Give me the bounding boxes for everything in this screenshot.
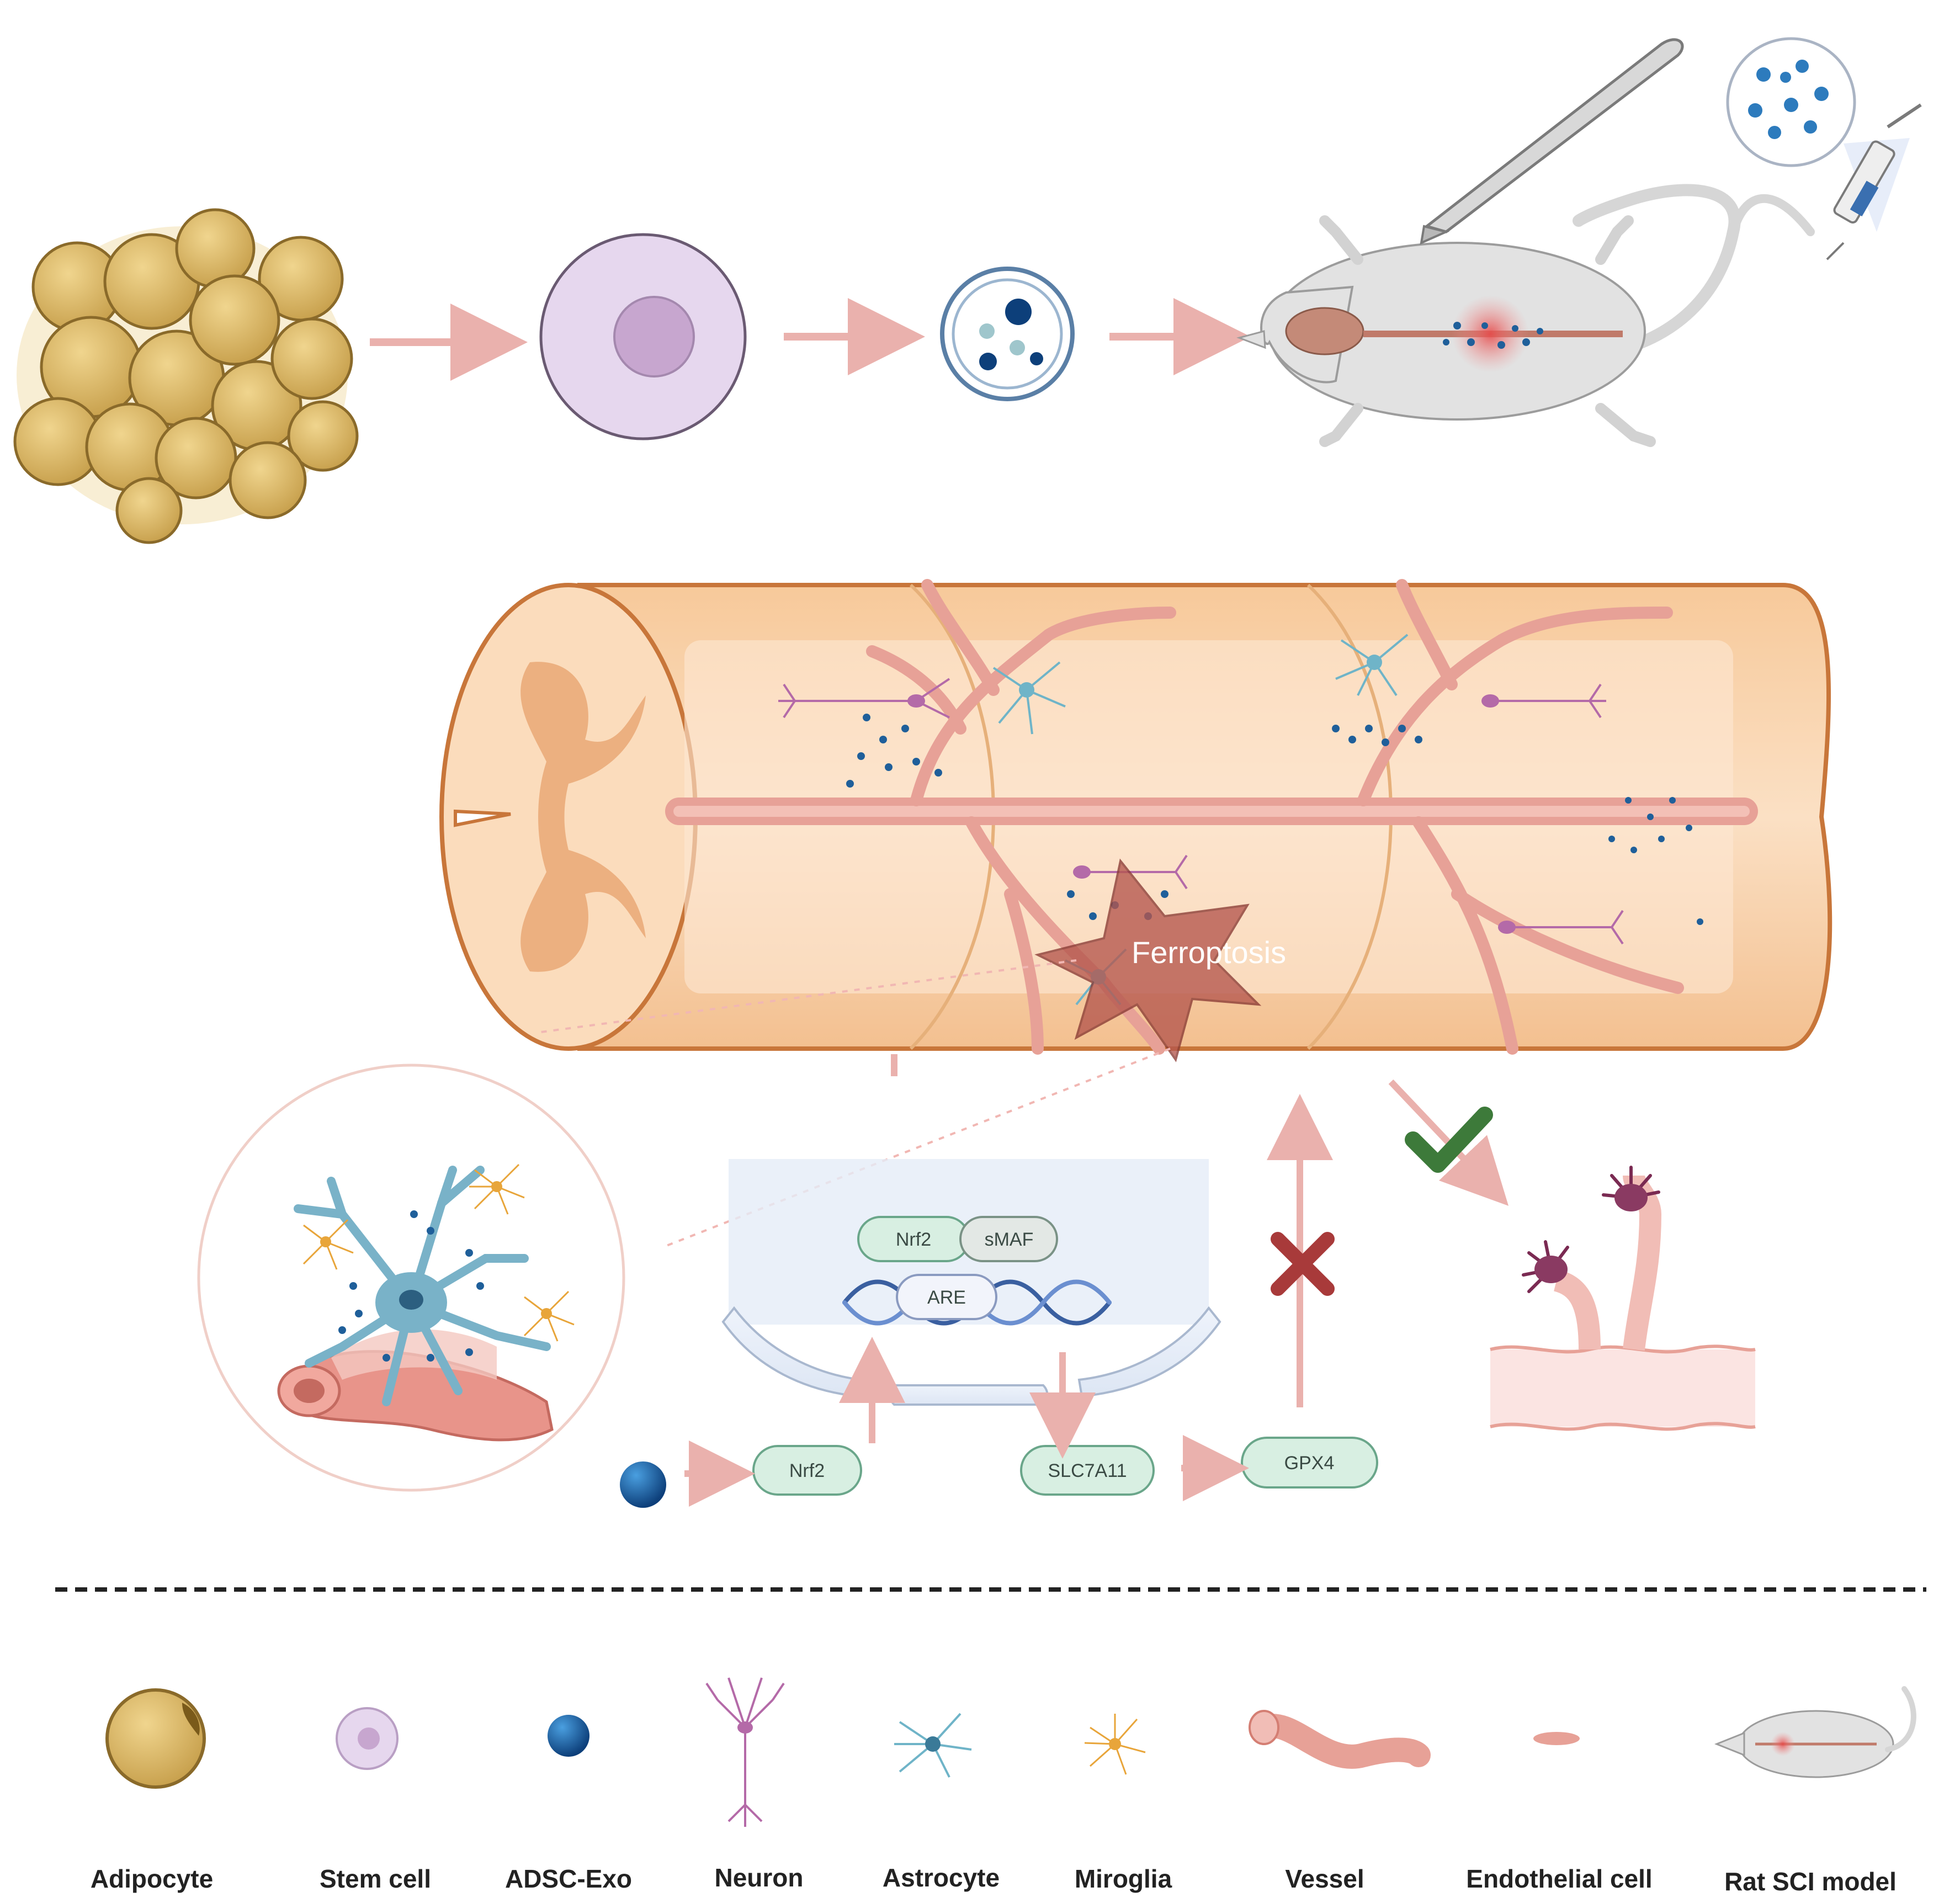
neuron-icon xyxy=(705,1677,785,1827)
gpx4-pill: GPX4 xyxy=(1241,1437,1378,1489)
astrocyte-soma xyxy=(925,1736,941,1752)
legend: Adipocyte Stem cell ADSC-Exo Neuron Astr… xyxy=(91,1677,1916,1896)
adipocyte-cluster xyxy=(13,208,359,544)
svg-text:ARE: ARE xyxy=(927,1287,966,1308)
microglia-icon xyxy=(1084,1714,1146,1775)
legend-label-adipocyte: Adipocyte xyxy=(91,1864,213,1893)
neuron-soma xyxy=(737,1721,753,1734)
exosome-zoom-circle xyxy=(1726,37,1856,167)
scalpel-icon xyxy=(1420,38,1684,245)
legend-label-endothelial-cell: Endothelial cell xyxy=(1466,1864,1652,1893)
stem-cell xyxy=(539,233,747,440)
endothelial-cell-icon xyxy=(1533,1732,1580,1745)
spinal-cord: Ferroptosis xyxy=(439,579,1832,1062)
rat-sci-model xyxy=(1236,184,1815,447)
legend-label-vessel: Vessel xyxy=(1285,1864,1364,1893)
angiogenesis-illustration xyxy=(1490,1166,1756,1431)
exosome-sphere xyxy=(620,1461,666,1508)
legend-label-astrocyte: Astrocyte xyxy=(883,1863,1000,1892)
smaf-pill: sMAF xyxy=(959,1216,1058,1262)
rat-icon xyxy=(1714,1686,1916,1778)
inhibition-cross-icon xyxy=(1271,1232,1335,1296)
exosome-vesicle xyxy=(940,267,1075,401)
legend-label-neuron: Neuron xyxy=(715,1863,804,1892)
syringe-icon xyxy=(1826,103,1922,261)
check-icon xyxy=(1405,1107,1493,1173)
microglia-soma xyxy=(1109,1738,1121,1750)
svg-text:sMAF: sMAF xyxy=(985,1229,1034,1250)
legend-label-miroglia: Miroglia xyxy=(1075,1864,1172,1893)
svg-text:Nrf2: Nrf2 xyxy=(896,1229,931,1250)
astrocyte-icon xyxy=(894,1713,972,1778)
exosome-icon xyxy=(548,1715,589,1757)
adipocyte-icon xyxy=(105,1688,206,1789)
legend-label-rat-sci-model: Rat SCI model xyxy=(1724,1867,1897,1896)
nrf2-pill: Nrf2 xyxy=(752,1445,862,1496)
svg-text:Nrf2: Nrf2 xyxy=(789,1460,825,1481)
legend-label-adsc-exo: ADSC-Exo xyxy=(505,1864,632,1893)
svg-text:SLC7A11: SLC7A11 xyxy=(1048,1460,1127,1481)
are-pill: ARE xyxy=(896,1274,997,1320)
svg-text:GPX4: GPX4 xyxy=(1284,1453,1335,1474)
vessel-icon xyxy=(1249,1710,1431,1769)
legend-label-stem-cell: Stem cell xyxy=(320,1864,431,1893)
slc7a11-pill: SLC7A11 xyxy=(1020,1445,1155,1496)
nrf2-complex-pill: Nrf2 xyxy=(857,1216,970,1262)
stem-cell-icon xyxy=(336,1707,399,1770)
microenvironment-zoom xyxy=(197,1064,625,1492)
ferroptosis-label: Ferroptosis xyxy=(1132,935,1286,970)
